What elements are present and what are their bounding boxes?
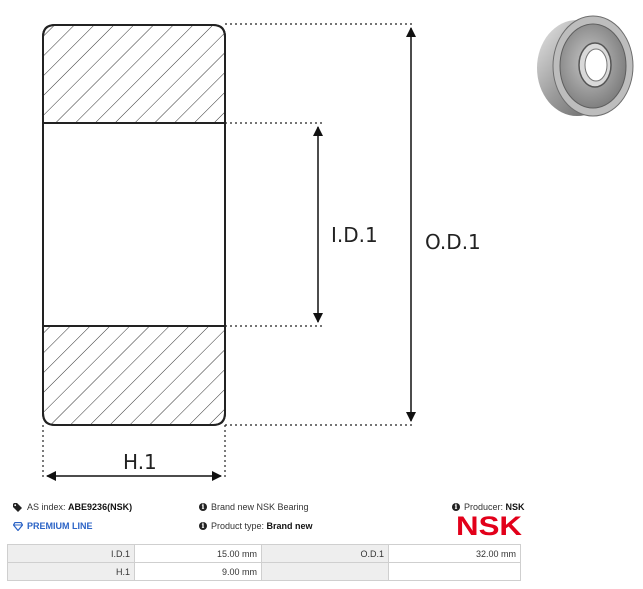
brand-new-info: i Brand new NSK Bearing (199, 502, 309, 512)
spec-value: 32.00 mm (388, 544, 521, 563)
product-type-label: Product type: (211, 521, 265, 531)
nsk-logo: NSK (456, 512, 522, 538)
table-row: H.1 9.00 mm (7, 562, 521, 581)
brand-new-text: Brand new NSK Bearing (211, 502, 309, 512)
height-label: H.1 (123, 450, 157, 474)
extension-lines (42, 23, 414, 480)
inner-diameter-label: I.D.1 (331, 223, 378, 247)
premium-line-label: PREMIUM LINE (27, 521, 93, 531)
spec-value: 9.00 mm (134, 562, 262, 581)
table-row: I.D.1 15.00 mm O.D.1 32.00 mm (7, 544, 521, 563)
tag-icon (13, 502, 22, 512)
bearing-cross-section-diagram: I.D.1 O.D.1 H.1 (42, 23, 481, 481)
product-type-value: Brand new (266, 521, 313, 531)
gem-icon (13, 521, 23, 531)
product-type-info: i Product type: Brand new (199, 521, 313, 531)
bearing-photo (537, 15, 634, 117)
info-icon: i (452, 503, 460, 511)
info-icon: i (199, 522, 207, 530)
spec-value: 15.00 mm (134, 544, 262, 563)
spec-label: O.D.1 (261, 544, 389, 563)
upper-ring-section (42, 24, 226, 124)
producer-value: NSK (505, 502, 525, 512)
premium-line-badge: PREMIUM LINE (13, 521, 93, 531)
producer-label: Producer: (464, 502, 504, 512)
info-icon: i (199, 503, 207, 511)
specs-table: I.D.1 15.00 mm O.D.1 32.00 mm H.1 9.00 m… (7, 544, 521, 581)
spec-label: H.1 (7, 562, 135, 581)
producer-info: i Producer: NSK (452, 502, 525, 512)
spec-value (388, 562, 521, 581)
nsk-logo-text: NSK (456, 512, 522, 538)
as-index-value: ABE9236(NSK) (68, 502, 133, 512)
spec-label: I.D.1 (7, 544, 135, 563)
outer-diameter-label: O.D.1 (425, 230, 481, 254)
as-index-info: AS index: ABE9236(NSK) (13, 502, 132, 512)
lower-ring-section (42, 325, 226, 426)
as-index-label: AS index: (27, 502, 66, 512)
spec-label (261, 562, 389, 581)
